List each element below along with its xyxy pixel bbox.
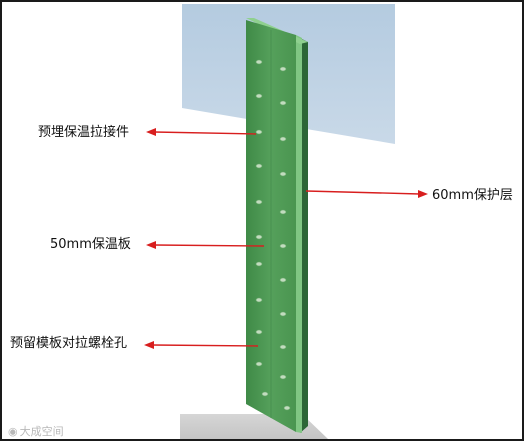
hole [279, 344, 287, 350]
hole [279, 171, 287, 177]
hole [279, 100, 287, 106]
hole [279, 136, 287, 142]
hole [283, 405, 291, 411]
hole [255, 59, 263, 65]
hole [255, 199, 263, 205]
panel-edge [296, 35, 302, 433]
panel-holes [255, 59, 291, 411]
watermark-text: 大成空间 [19, 425, 64, 438]
hole [261, 391, 269, 397]
hole [255, 261, 263, 267]
hole [255, 361, 263, 367]
arrow-head-insulation-board [146, 241, 156, 249]
arrow-head-protective-layer [418, 190, 428, 198]
watermark: ◉大成空间 [8, 423, 64, 439]
arrow-head-tie-bolt-hole [144, 341, 154, 349]
arrow-head-embedded-connector [146, 128, 156, 136]
hole [255, 129, 263, 135]
hole [279, 66, 287, 72]
callout-arrows [144, 128, 428, 349]
label-insulation-board: 50mm保温板 [50, 237, 131, 252]
hole [279, 209, 287, 215]
label-embedded-connector: 预埋保温拉接件 [38, 125, 130, 140]
label-protective-layer: 60mm保护层 [432, 188, 513, 203]
hole [255, 93, 263, 99]
hole [255, 163, 263, 169]
hole [255, 234, 263, 240]
hole [279, 243, 287, 249]
label-tie-bolt-hole: 预留模板对拉螺栓孔 [10, 336, 128, 351]
hole [279, 374, 287, 380]
hole [255, 297, 263, 303]
hole [255, 329, 263, 335]
arrow-insulation-board [153, 244, 265, 247]
arrow-tie-bolt-hole [151, 344, 259, 347]
arrow-embedded-connector [153, 131, 257, 135]
arrow-protective-layer [305, 190, 421, 195]
weibo-logo-icon: ◉ [8, 425, 18, 438]
hole [279, 311, 287, 317]
hole [279, 277, 287, 283]
